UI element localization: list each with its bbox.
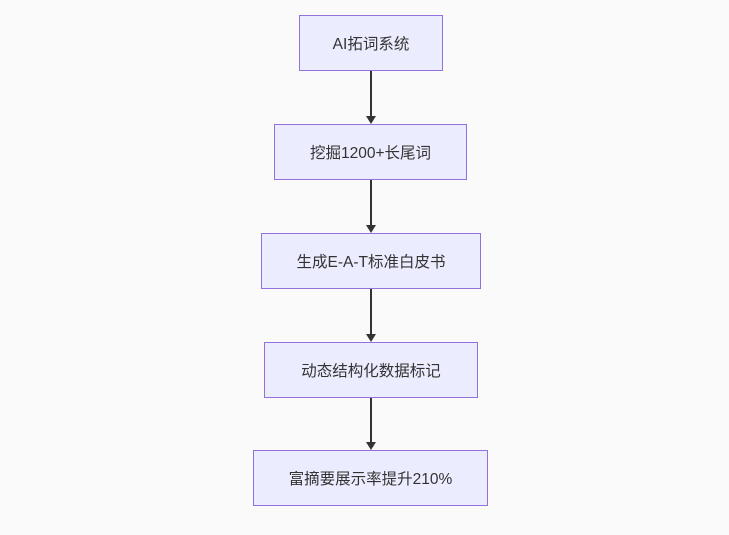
edge-arrow-a-to-b	[366, 71, 376, 124]
node-label: AI拓词系统	[332, 36, 410, 53]
node-label: 富摘要展示率提升210%	[288, 471, 453, 488]
node-generate-eat-whitepaper: 生成E-A-T标准白皮书	[261, 233, 481, 289]
node-mine-longtail-keywords: 挖掘1200+长尾词	[274, 124, 467, 180]
node-rich-snippet-rate-increase: 富摘要展示率提升210%	[253, 450, 488, 506]
edge-arrow-c-to-d	[366, 289, 376, 342]
node-label: 挖掘1200+长尾词	[309, 145, 432, 162]
node-label: 生成E-A-T标准白皮书	[296, 254, 446, 271]
arrow-line	[370, 289, 372, 335]
arrowhead-down-icon	[366, 334, 376, 342]
node-label: 动态结构化数据标记	[301, 363, 441, 380]
arrowhead-down-icon	[366, 442, 376, 450]
edge-arrow-d-to-e	[366, 398, 376, 450]
node-dynamic-structured-data-markup: 动态结构化数据标记	[264, 342, 478, 398]
arrowhead-down-icon	[366, 225, 376, 233]
arrow-line	[370, 71, 372, 117]
arrowhead-down-icon	[366, 116, 376, 124]
arrow-line	[370, 180, 372, 226]
node-ai-word-expansion-system: AI拓词系统	[299, 15, 443, 71]
edge-arrow-b-to-c	[366, 180, 376, 233]
arrow-line	[370, 398, 372, 443]
